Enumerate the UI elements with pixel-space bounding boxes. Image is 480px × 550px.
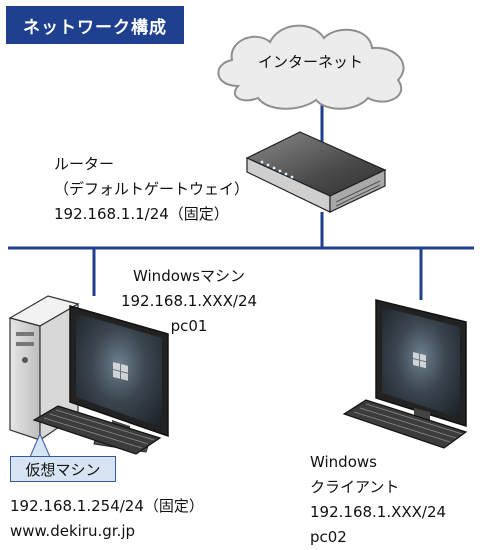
network-lines bbox=[8, 102, 474, 300]
windows-machine-name: Windowsマシン bbox=[133, 267, 245, 285]
windows-client-ip: 192.168.1.XXX/24 bbox=[310, 503, 447, 521]
windows-client-host: pc02 bbox=[310, 528, 347, 546]
router-name: ルーター bbox=[54, 155, 115, 173]
windows-client-name-line2: クライアント bbox=[310, 478, 400, 496]
virtual-machine-ip: 192.168.1.254/24（固定） bbox=[10, 497, 204, 515]
pc01-keyboard bbox=[32, 405, 162, 455]
pc01-tower bbox=[8, 295, 80, 442]
windows-client-label-block: Windows クライアント 192.168.1.XXX/24 pc02 bbox=[310, 450, 446, 550]
pc02-keyboard bbox=[342, 399, 468, 449]
windows-logo-icon bbox=[413, 352, 426, 369]
internet-label: インターネット bbox=[258, 53, 364, 71]
windows-logo-icon bbox=[113, 362, 128, 381]
virtual-machine-domain: www.dekiru.gr.jp bbox=[10, 522, 136, 540]
router-label-block: ルーター （デフォルトゲートウェイ） 192.168.1.1/24（固定） bbox=[54, 152, 249, 227]
windows-machine-label-block: Windowsマシン 192.168.1.XXX/24 pc01 bbox=[104, 264, 274, 339]
windows-machine-host: pc01 bbox=[170, 317, 208, 335]
router-role: （デフォルトゲートウェイ） bbox=[54, 180, 250, 198]
virtual-machine-tag: 仮想マシン bbox=[10, 456, 116, 482]
windows-machine-ip: 192.168.1.XXX/24 bbox=[120, 292, 258, 310]
virtual-machine-label-block: 192.168.1.254/24（固定） www.dekiru.gr.jp bbox=[10, 494, 204, 544]
router-ip: 192.168.1.1/24（固定） bbox=[54, 205, 229, 223]
internet-cloud bbox=[217, 24, 405, 110]
diagram-title: ネットワーク構成 bbox=[6, 6, 184, 44]
windows-client-name-line1: Windows bbox=[310, 453, 377, 471]
router-device bbox=[245, 131, 387, 213]
